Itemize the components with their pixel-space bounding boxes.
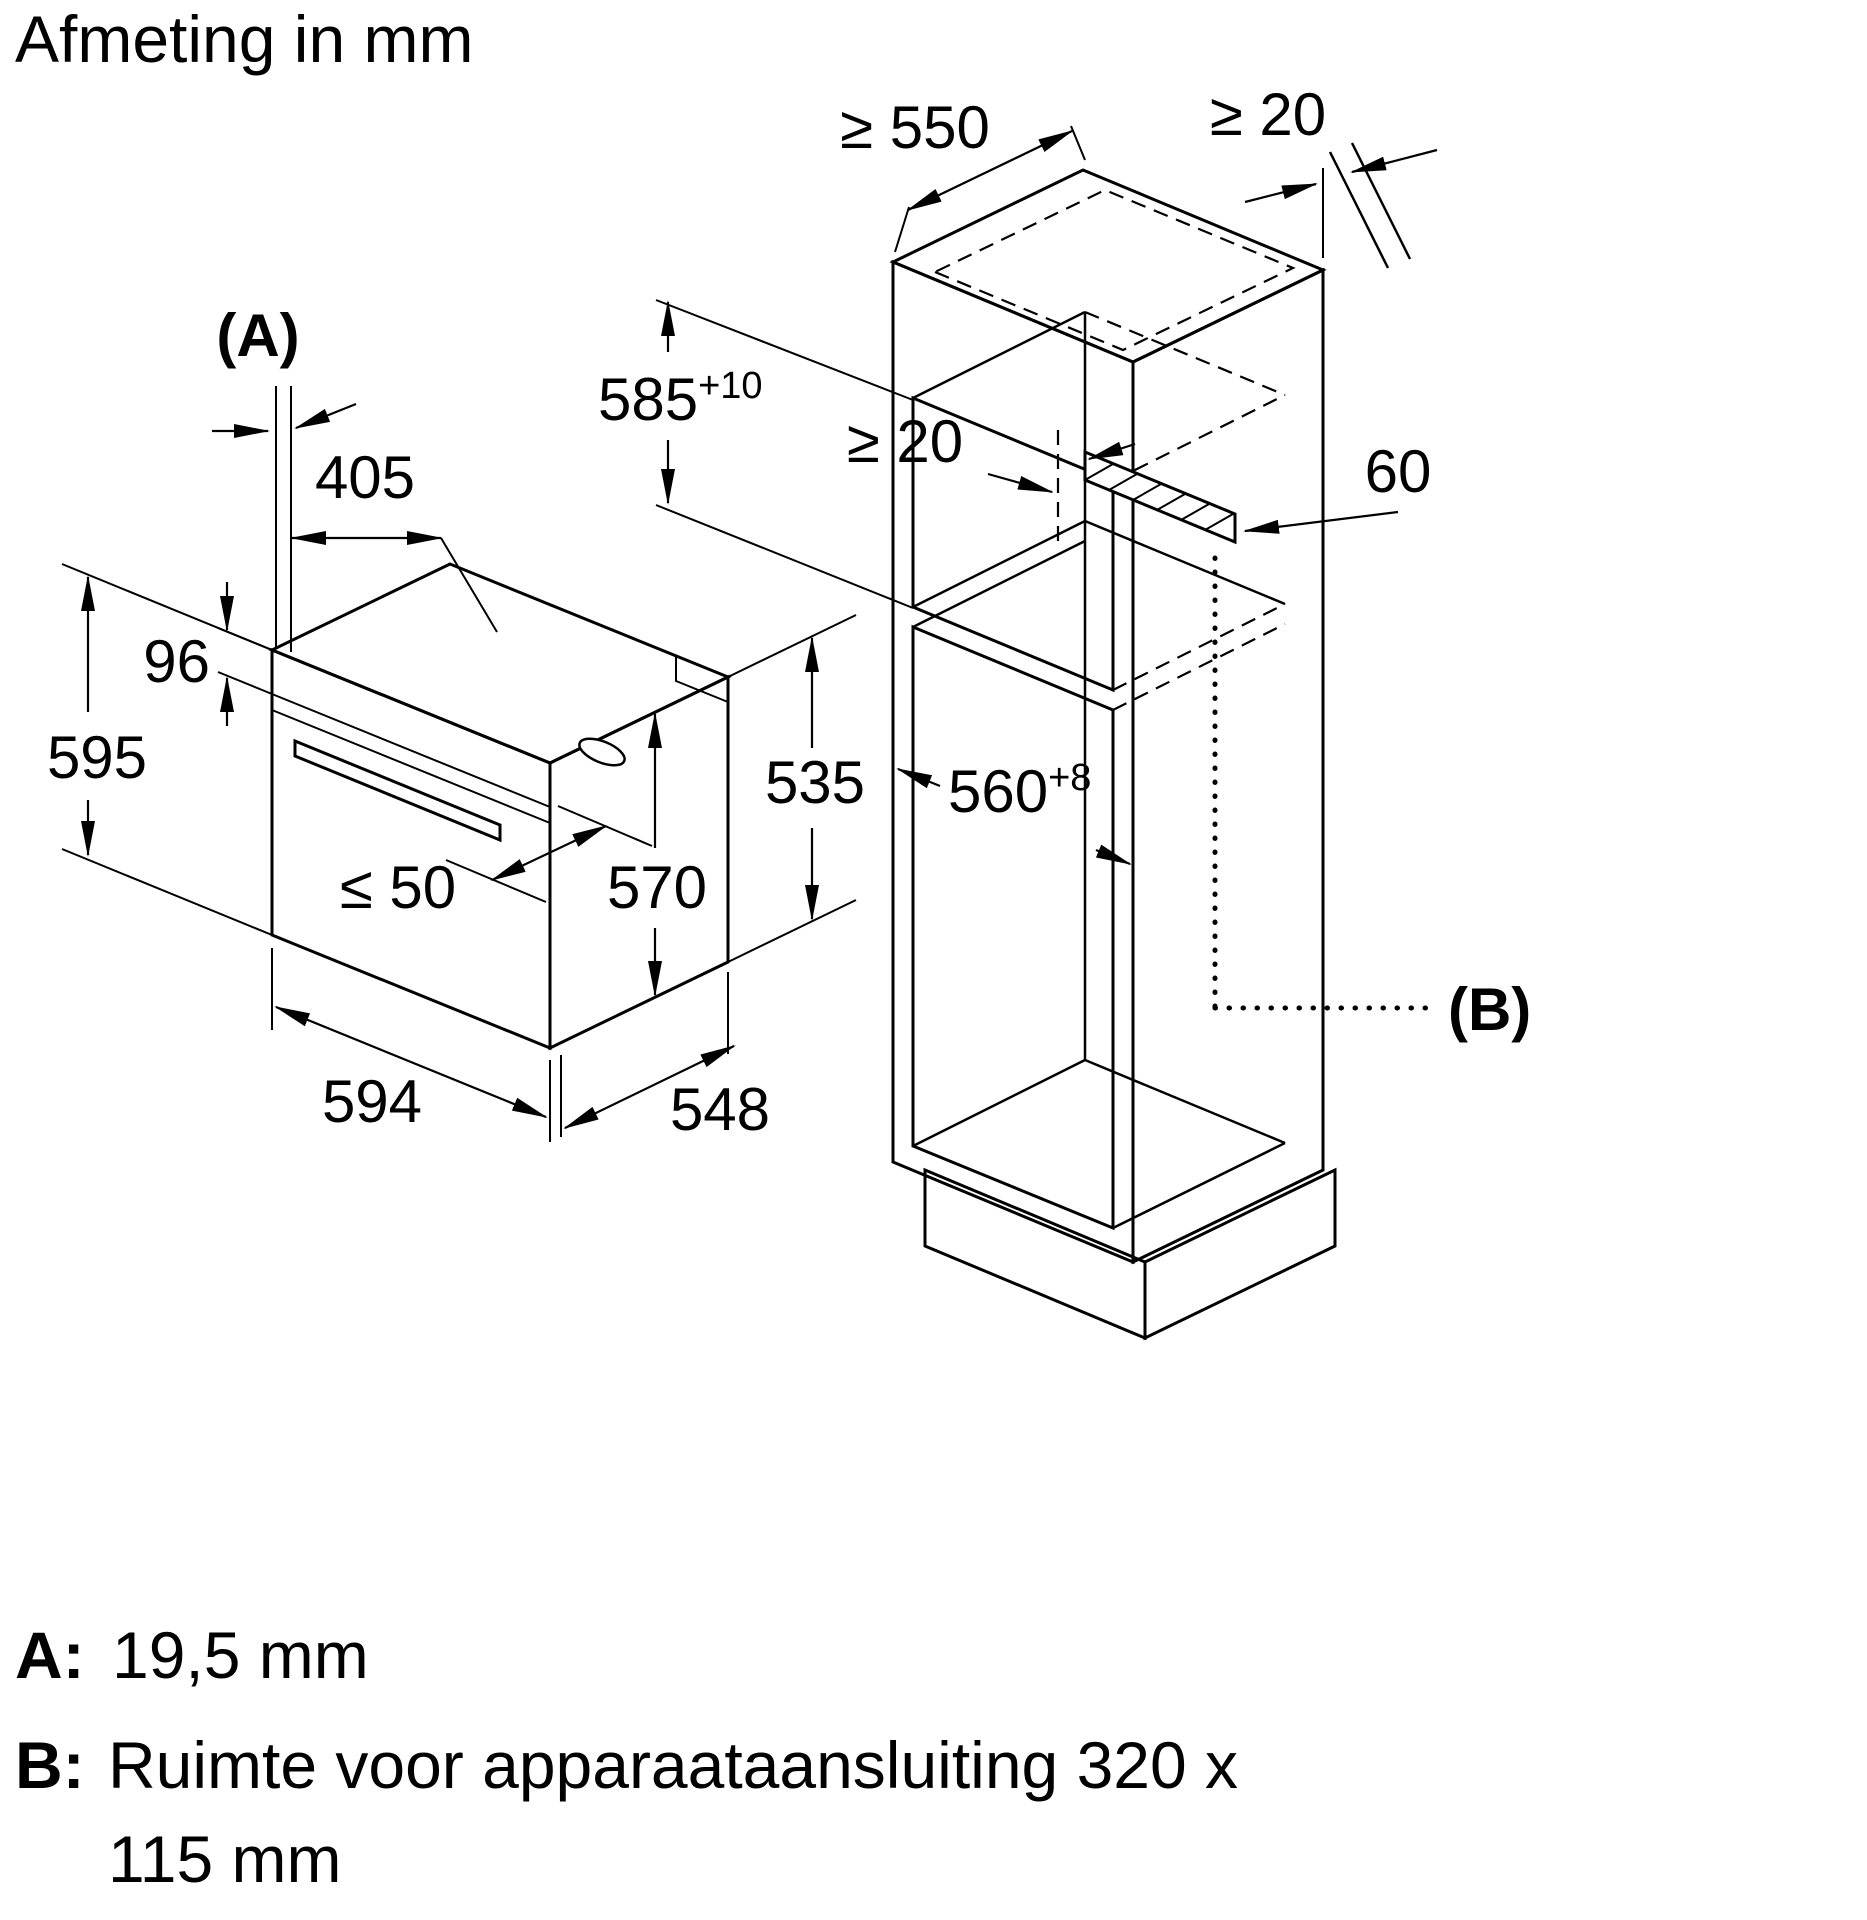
oven-front-face: [270, 647, 552, 1051]
cabinet-figure: ≥ 550 ≥ 20 585+10 ≥ 20 60 560+8 (B): [598, 81, 1531, 1341]
oven-height-ext-top: [61, 563, 273, 651]
oven-height-ext-bottom: [61, 848, 273, 936]
oven-top-depth-label: 405: [315, 444, 415, 511]
oven-side-grip: [578, 737, 626, 767]
wall-gap-arrow-right: [1350, 148, 1438, 174]
handle-clearance-ext-1: [445, 859, 547, 903]
niche-width-arrow-left: [896, 767, 941, 789]
niche-height-value: 585: [598, 366, 698, 433]
footnotes: A: 19,5 mm B: Ruimte voor apparaataanslu…: [15, 1618, 1238, 1896]
wall-line-inner: [1350, 142, 1412, 260]
floor-left-edge: [912, 1058, 1086, 1148]
note-a-key: A:: [15, 1618, 85, 1692]
niche-height-ext-bottom: [655, 504, 914, 609]
vent-arrow: [1243, 510, 1399, 534]
niche-width-arrow-right: [1095, 844, 1132, 866]
oven-width-label: 594: [322, 1068, 422, 1135]
hatch-line: [1132, 483, 1162, 501]
niche-floor-left-edge: [912, 519, 1086, 609]
niche-ceiling-right-hidden: [1112, 394, 1286, 482]
rear-gap-label: ≥ 20: [847, 408, 963, 475]
note-b-value-line2: 115 mm: [108, 1822, 342, 1896]
niche-floor-rear-edge: [1084, 519, 1286, 606]
wall-gap-arrow-left: [1244, 182, 1318, 204]
floor-right-edge: [1112, 1141, 1286, 1230]
hatch-line: [1156, 493, 1186, 511]
page-title: Afmeting in mm: [15, 2, 473, 76]
cabinet-top-depth-label: ≥ 550: [840, 94, 990, 161]
lower-ceiling-left-edge: [912, 539, 1086, 629]
rear-gap-arrow-right: [1087, 441, 1136, 461]
niche-width-label: 560+8: [948, 757, 1091, 825]
handle-clearance-label: ≤ 50: [340, 854, 456, 921]
oven-figure: (A) 405 96 595 ≤ 50 570 535: [47, 302, 865, 1143]
panel-height-ext-bottom: [217, 671, 273, 695]
cabinet-b-label: (B): [1448, 976, 1531, 1043]
niche-width-tolerance: +8: [1048, 757, 1091, 799]
oven-top-face: [268, 562, 732, 765]
width-dim-line: [274, 1005, 548, 1119]
oven-height-label: 595: [47, 724, 147, 791]
note-a-value: 19,5 mm: [112, 1618, 369, 1692]
rear-vent-hatching: [1084, 463, 1234, 531]
lower-ceiling-right-hidden: [1112, 623, 1286, 711]
niche-width-value: 560: [948, 758, 1048, 825]
floor-rear-edge: [1084, 1058, 1286, 1145]
oven-inner-height-label: 570: [607, 854, 707, 921]
oven-door-top-line: [271, 709, 551, 824]
niche-height-ext-top: [655, 299, 914, 401]
rear-height-ext-bottom: [727, 899, 857, 963]
cabinet-top-depth-dim-line: [906, 130, 1074, 211]
niche-floor-right-hidden: [1112, 603, 1286, 691]
oven-top-notch: [675, 656, 729, 703]
vent-label: 60: [1365, 438, 1432, 505]
hatch-line: [1108, 473, 1138, 491]
rear-gap-arrow-left: [987, 472, 1054, 494]
oven-depth-label: 548: [670, 1076, 770, 1143]
cabinet-top-hidden-edges: [932, 188, 1296, 352]
rear-vent-strip: [1083, 449, 1237, 545]
plinth-right-face: [1143, 1167, 1337, 1341]
niche-ceiling-left-edge: [912, 310, 1086, 400]
rear-height-ext-top: [727, 614, 857, 678]
handle-clearance-dim-line: [490, 825, 608, 881]
hatch-line: [1204, 513, 1234, 531]
note-b-key: B:: [15, 1728, 85, 1802]
top-depth-ext-front: [894, 206, 910, 253]
hatch-line: [1084, 463, 1114, 481]
niche-ceiling-rear-hidden: [1084, 310, 1286, 397]
oven-rear-height-label: 535: [765, 749, 865, 816]
niche-height-label: 585+10: [598, 365, 763, 433]
note-b-value-line1: Ruimte voor apparaataansluiting 320 x: [108, 1728, 1238, 1802]
cabinet-right-face: [1131, 267, 1325, 1265]
depth-dim-line: [563, 1045, 736, 1129]
wall-line-outer: [1328, 151, 1390, 269]
oven-control-panel-line: [271, 693, 551, 808]
niche-height-tolerance: +10: [698, 365, 762, 407]
lower-opening: [911, 624, 1115, 1231]
hatch-line: [1180, 503, 1210, 521]
a-arrow-right: [294, 402, 357, 430]
oven-a-label: (A): [216, 302, 299, 369]
top-depth-ext-line: [440, 537, 498, 633]
top-depth-ext-rear: [1070, 125, 1086, 161]
oven-panel-height-label: 96: [143, 628, 210, 695]
wall-gap-label: ≥ 20: [1210, 81, 1326, 148]
